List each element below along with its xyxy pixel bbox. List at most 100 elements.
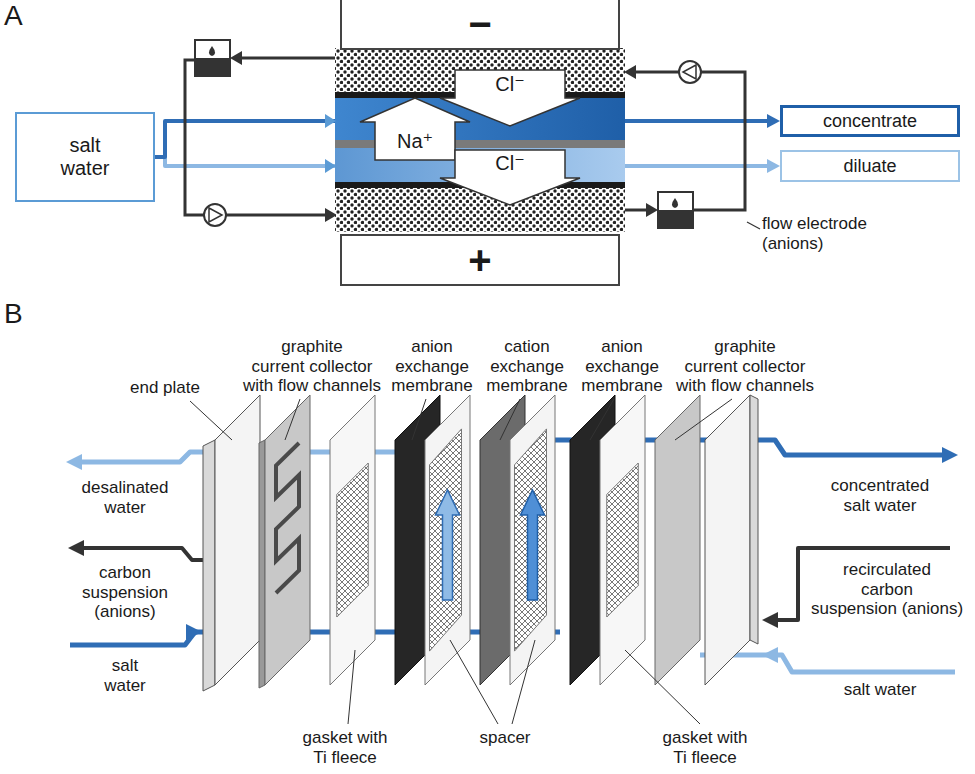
gasket-plate: [607, 463, 639, 617]
end-plate: [705, 395, 750, 685]
leader-line: [412, 399, 426, 440]
node-text-group: concentrate: [823, 111, 917, 132]
cell-stack: [335, 48, 625, 232]
ion-label: Cl⁻: [495, 73, 524, 96]
pipe-arrowhead: [762, 612, 778, 663]
flow-label: salt water: [844, 680, 917, 700]
node-text-group: −: [468, 1, 491, 47]
part-label: graphite current collector with flow cha…: [243, 337, 381, 396]
tank-icon: [672, 198, 678, 208]
pipe-arrowhead: [186, 624, 202, 640]
cell-stack: [335, 188, 625, 232]
spacer-plate: [510, 395, 555, 685]
graphite-plate: [259, 440, 265, 688]
spacer-plate: [425, 395, 470, 685]
leader-line: [450, 640, 498, 724]
spacer-plate: [430, 429, 462, 651]
inlet-arrowhead: [325, 114, 336, 173]
spacer-plate: [425, 395, 470, 685]
flow-electrode-loop: [185, 60, 326, 215]
leader-line: [590, 399, 614, 440]
spacer-plate: [436, 490, 460, 600]
flow-label: desalinated water: [82, 478, 169, 517]
flow-label: concentrated salt water: [831, 476, 929, 515]
leader-line: [625, 650, 700, 724]
graphite-plate: [265, 395, 310, 685]
ion-arrow: [360, 98, 470, 160]
gasket-plate: [600, 395, 645, 685]
part-label: graphite current collector with flow cha…: [676, 337, 814, 396]
outlet-box: diluate: [780, 150, 960, 182]
node-text-group: +: [468, 237, 491, 283]
flow-label: salt water: [104, 656, 146, 695]
pipe-arrowhead: [942, 447, 958, 463]
inlet-box: salt water: [15, 112, 155, 202]
flow-electrode-loop: [625, 209, 648, 212]
part-label: gasket with Ti fleece: [302, 728, 387, 767]
flow-label: recirculated carbon suspension (anions): [811, 560, 963, 619]
part-label: anion exchange membrane: [391, 337, 472, 396]
node-label: +: [468, 237, 491, 283]
arrowhead: [767, 159, 780, 173]
pump-symbol: [209, 208, 222, 222]
panel-letter: A: [4, 0, 23, 32]
leader-line: [348, 650, 355, 724]
leader-line: [190, 399, 732, 724]
node-label: −: [468, 1, 491, 47]
spacer-plate: [521, 490, 545, 600]
part-label: end plate: [130, 378, 200, 398]
panel-letter: B: [4, 298, 23, 330]
leader-line: [512, 640, 535, 724]
flow-electrode-loop: [240, 57, 335, 60]
arrowhead: [230, 51, 242, 65]
tank-icon: [195, 40, 230, 76]
tank-icon: [209, 46, 215, 56]
gasket-plate: [330, 395, 375, 685]
electrode-box: +: [340, 234, 620, 286]
end-plate: [215, 395, 260, 685]
electrode-box: −: [340, 0, 620, 50]
end-plate: [750, 395, 758, 644]
tank-icon: [658, 210, 693, 228]
spacer-plate: [515, 429, 547, 651]
pipe-arrowhead: [66, 454, 82, 470]
gasket-plate: [330, 395, 375, 685]
part-label: gasket with Ti fleece: [662, 728, 747, 767]
graphite-plate: [276, 443, 299, 593]
leader-line: [675, 399, 732, 440]
inlet-arrowhead: [325, 114, 336, 128]
inlet-arrowhead: [325, 159, 336, 173]
ion-label: Cl⁻: [495, 152, 524, 175]
node-label: salt water: [61, 134, 110, 180]
leader-line: [747, 222, 760, 229]
part-label: spacer: [479, 728, 530, 748]
gasket-plate: [337, 463, 369, 617]
node-label: concentrate: [823, 111, 917, 132]
spacer-plate: [510, 395, 555, 685]
tank-icon: [658, 192, 693, 228]
arrowhead: [767, 114, 780, 128]
leader-line: [500, 399, 520, 440]
pump-symbol: [679, 61, 701, 83]
arrowhead: [624, 65, 636, 79]
flow-label: carbon suspension (anions): [82, 563, 168, 622]
pump-symbol: [683, 65, 696, 79]
tank-icon: [195, 58, 230, 76]
pipe-arrowhead: [762, 647, 778, 663]
ion-arrow: [440, 150, 580, 205]
end-plate: [203, 440, 215, 691]
ion-arrow: [360, 70, 580, 205]
arrowhead: [646, 203, 658, 217]
pipe-arrowhead: [762, 612, 778, 628]
outlet-box: concentrate: [780, 105, 960, 137]
node-label: diluate: [843, 156, 896, 177]
gasket-plate: [600, 395, 645, 685]
graphite-plate: [259, 395, 310, 688]
flow-electrode-loop: [634, 72, 745, 210]
node-text-group: diluate: [843, 156, 896, 177]
end-plate: [705, 395, 758, 685]
node-text-group: salt water: [61, 134, 110, 180]
pipe-arrowhead: [68, 540, 84, 556]
pipe: [700, 655, 955, 672]
